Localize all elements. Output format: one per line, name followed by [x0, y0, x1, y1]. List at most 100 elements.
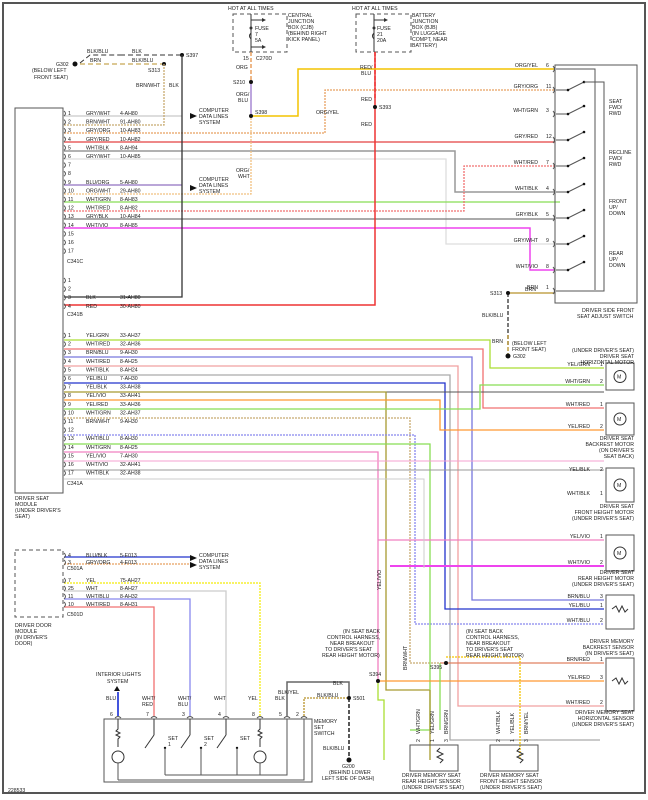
module-label-line: (UNDER DRIVER'S	[15, 508, 61, 514]
sensor-label-line: (UNDER DRIVER'S SEAT)	[572, 722, 634, 728]
pin-terminal	[63, 427, 66, 433]
resistor-icon	[114, 719, 122, 747]
set-switch-lever	[144, 734, 155, 749]
pin-wire-color: GRY/WHT	[86, 111, 111, 117]
wire-label: RED	[361, 122, 372, 128]
pin-circuit: 8-AH31	[120, 602, 138, 608]
switch-lever	[567, 209, 585, 219]
pin-number: 15	[68, 453, 74, 459]
pin-number: 3	[68, 295, 71, 301]
pin-terminal	[63, 179, 66, 186]
pin-wire-color: GRY/ORG	[86, 128, 110, 134]
pin-number: 10	[68, 602, 74, 608]
sensor-pin-number: 1	[600, 603, 603, 609]
pin-wire-color: WHT/RED	[86, 342, 110, 348]
switch-pin-terminal	[552, 287, 555, 295]
pin-number: 7	[68, 385, 71, 391]
note-line: (IN SEAT BACK	[466, 629, 504, 635]
pin-wire-color: WHT/BLK	[86, 145, 110, 151]
pin-number: 2	[68, 120, 71, 126]
pin-wire-color: ORG/WHT	[86, 188, 112, 194]
switch-contact	[566, 138, 570, 142]
sensor-pin-wire: YEL/GRN	[430, 711, 436, 734]
pin-wire-color: WHT/RED	[86, 206, 110, 212]
pin-number: 1	[68, 333, 71, 339]
wire-blk-ground	[64, 55, 183, 298]
memory-set-switch: 6BLU7WHT/RED3WHT/BLU4WHT8YEL5BLK2BLK/YEL…	[106, 690, 308, 781]
switch-pin-wire: GRY/ORG	[514, 84, 538, 90]
set-switch-lever	[180, 734, 191, 749]
memory-switch-pin-wire: YEL	[248, 696, 258, 702]
arrow-icon	[190, 555, 197, 561]
memory-switch-bus	[165, 719, 288, 776]
wire-yel-red	[64, 399, 604, 431]
pin-circuit: 29-AH80	[120, 188, 141, 194]
computer-data-lines-1: COMPUTER DATA LINES SYSTEM	[190, 108, 229, 126]
wire-label: BLK/BLU	[482, 313, 504, 319]
pin-terminal	[63, 188, 66, 194]
pin-wire-color: YEL	[86, 578, 96, 584]
pin-terminal	[63, 170, 66, 177]
pin-terminal	[63, 593, 66, 600]
cdl-label: DATA LINES	[199, 183, 229, 189]
pin-circuit: 8-AH83	[120, 197, 138, 203]
sensor-label-line: HORIZONTAL SENSOR	[578, 716, 634, 722]
motor-label-line: HORIZONTAL MOTOR	[580, 360, 634, 366]
bjb-header: HOT AT ALL TIMES	[352, 6, 398, 12]
motor-icon	[613, 546, 627, 560]
wire-yel-blu	[64, 382, 604, 610]
pin-wire-color: YEL/GRN	[86, 333, 109, 339]
switch-pin-terminal	[222, 716, 230, 719]
sensor-pin-wire: YEL/RED	[568, 675, 590, 681]
cdl-label: COMPUTER	[199, 553, 229, 559]
pin-circuit: 9-AH30	[120, 350, 138, 356]
splice-s394	[376, 679, 380, 683]
motor-label-line: (UNDER DRIVER'S SEAT)	[572, 516, 634, 522]
wire-blk-3	[286, 681, 350, 716]
cjb-connector: C270D	[256, 56, 272, 62]
switch-section-label: RWD	[609, 162, 622, 168]
pin-circuit: 8-AH25	[120, 359, 138, 365]
sensor-label-line: DRIVER MEMORY SEAT	[480, 773, 540, 779]
wire-brn-wht	[64, 64, 165, 126]
sensor-pin-wire: BRN/RED	[567, 657, 591, 663]
potentiometer-icon	[435, 747, 445, 764]
splice-label: S313	[490, 291, 502, 297]
switch-pin-terminal	[552, 65, 555, 73]
pin-number: 16	[68, 462, 74, 468]
switch-bus	[556, 81, 605, 292]
switch-pin-terminal	[552, 188, 555, 196]
wire-label: BRN	[492, 339, 503, 345]
switch-pin-number: 3	[546, 108, 549, 114]
switch-pin-terminal	[552, 214, 555, 222]
splice-label: S501	[353, 696, 365, 702]
sensor-pin-wire: YEL/BLU	[569, 603, 591, 609]
switch-pin-terminal	[552, 136, 555, 144]
switch-pin-number: 8	[546, 264, 549, 270]
pin-terminal	[63, 601, 66, 608]
cjb-fuse-rating: 5A	[255, 38, 262, 44]
motor-pin-number: 1	[600, 534, 603, 540]
switch-pin-wire: GRY/BLK	[516, 212, 539, 218]
splice-label: S398	[255, 110, 267, 116]
pin-wire-color: WHT/VIO	[86, 223, 108, 229]
ground-label: G200	[342, 764, 355, 770]
ground-g302-icon	[72, 61, 78, 67]
led-icon	[253, 750, 267, 764]
sensor-pin-number: 1	[430, 739, 436, 742]
wire-wht-red-2	[64, 348, 604, 409]
pin-number: 1	[68, 111, 71, 117]
pin-terminal	[63, 559, 66, 566]
note-line: NEAR BREAKOUT	[466, 641, 511, 647]
cjb-fuse-label: FUSE	[255, 26, 269, 32]
arrow-icon	[190, 562, 197, 568]
switch-pin-wire: BRN	[527, 285, 538, 291]
memory-switch-label: MEMORY	[314, 719, 338, 725]
switch-pin-number: 6	[546, 63, 549, 69]
pin-terminal	[63, 577, 66, 584]
splice-s313	[506, 291, 510, 295]
connector-c341b: C341B	[67, 312, 83, 318]
pin-wire-color: BLK	[86, 295, 96, 301]
